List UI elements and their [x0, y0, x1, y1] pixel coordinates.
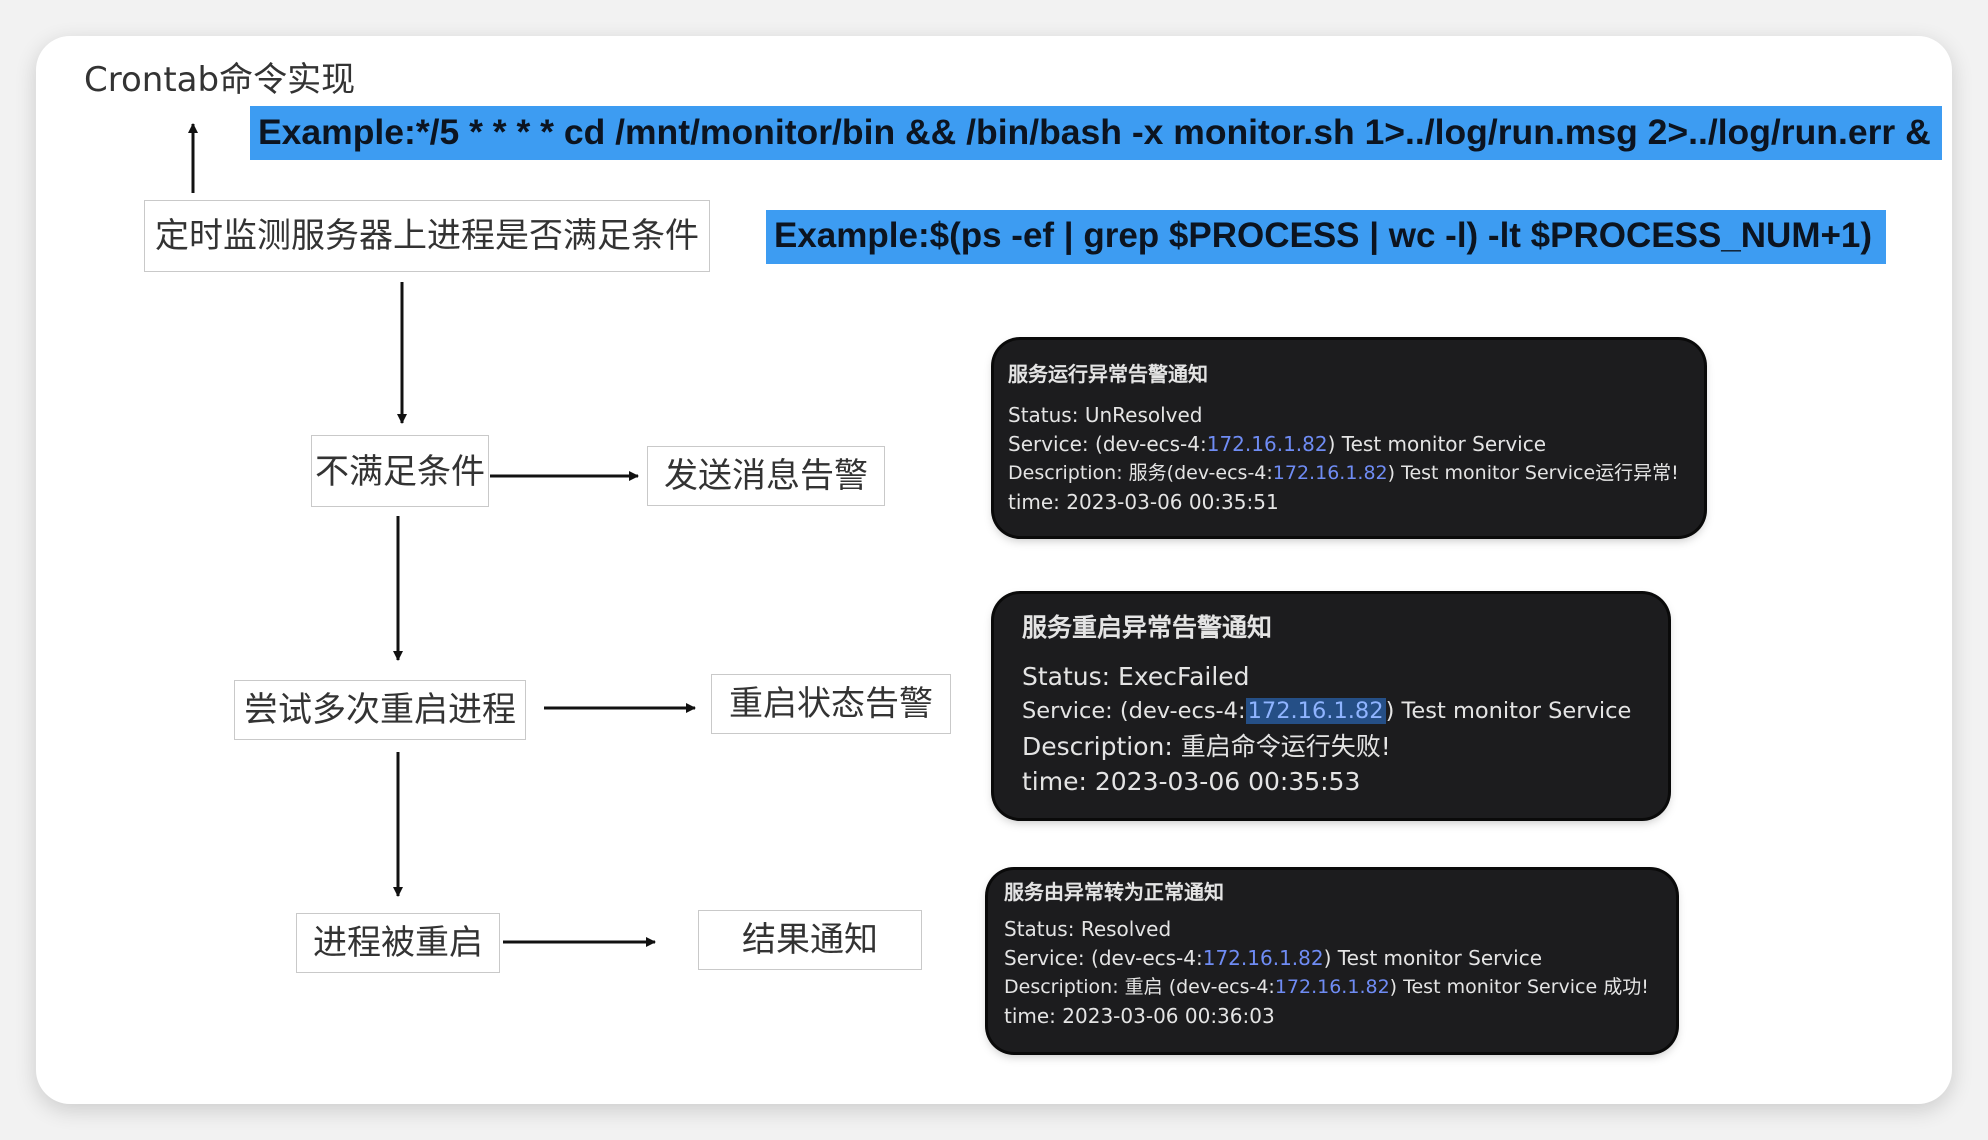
node-result-notification: 结果通知 — [698, 910, 922, 970]
service-prefix: Service: (dev-ecs-4: — [1008, 432, 1207, 456]
notification-status: Status: ExecFailed — [1022, 662, 1250, 691]
notification-resolved: 服务由异常转为正常通知 Status: Resolved Service: (d… — [988, 870, 1676, 1052]
ip-link[interactable]: 172.16.1.82 — [1274, 976, 1390, 998]
description-prefix: Description: 服务(dev-ecs-4: — [1008, 462, 1273, 484]
notification-runtime-alert: 服务运行异常告警通知 Status: UnResolved Service: (… — [994, 340, 1704, 536]
service-suffix: ) Test monitor Service — [1385, 698, 1632, 724]
ip-link[interactable]: 172.16.1.82 — [1202, 946, 1324, 970]
cron-command-example: Example:*/5 * * * * cd /mnt/monitor/bin … — [250, 106, 1942, 160]
notification-status: Status: Resolved — [1004, 917, 1172, 941]
node-condition-not-met: 不满足条件 — [311, 435, 489, 507]
node-send-alert: 发送消息告警 — [647, 446, 885, 506]
process-check-example: Example:$(ps -ef | grep $PROCESS | wc -l… — [766, 210, 1886, 264]
diagram-title: Crontab命令实现 — [84, 60, 356, 100]
notification-description: Description: 重启命令运行失败! — [1022, 732, 1391, 761]
service-suffix: ) Test monitor Service — [1327, 432, 1547, 456]
notification-title: 服务由异常转为正常通知 — [1004, 880, 1224, 904]
notification-title: 服务重启异常告警通知 — [1022, 613, 1273, 642]
ip-link[interactable]: 172.16.1.82 — [1272, 462, 1388, 484]
notification-service: Service: (dev-ecs-4:172.16.1.82) Test mo… — [1008, 430, 1690, 459]
node-retry-restart: 尝试多次重启进程 — [234, 680, 526, 740]
service-suffix: ) Test monitor Service — [1323, 946, 1543, 970]
notification-restart-alert: 服务重启异常告警通知 Status: ExecFailed Service: (… — [994, 594, 1668, 818]
ip-link[interactable]: 172.16.1.82 — [1206, 432, 1328, 456]
notification-service: Service: (dev-ecs-4:172.16.1.82) Test mo… — [1022, 694, 1640, 729]
description-suffix: ) Test monitor Service运行异常! — [1387, 462, 1679, 484]
notification-time: time: 2023-03-06 00:36:03 — [1004, 1004, 1275, 1028]
notification-description: Description: 重启 (dev-ecs-4:172.16.1.82) … — [1004, 973, 1660, 1002]
notification-description: Description: 服务(dev-ecs-4:172.16.1.82) T… — [1008, 459, 1690, 488]
node-restart-status-alert: 重启状态告警 — [711, 674, 951, 734]
notification-service: Service: (dev-ecs-4:172.16.1.82) Test mo… — [1004, 944, 1660, 973]
notification-time: time: 2023-03-06 00:35:53 — [1022, 767, 1361, 796]
notification-status: Status: UnResolved — [1008, 403, 1203, 427]
description-prefix: Description: 重启 (dev-ecs-4: — [1004, 976, 1275, 998]
node-periodic-monitor: 定时监测服务器上进程是否满足条件 — [144, 200, 710, 272]
description-suffix: ) Test monitor Service 成功! — [1389, 976, 1649, 998]
node-process-restarted: 进程被重启 — [296, 913, 500, 973]
service-prefix: Service: (dev-ecs-4: — [1022, 698, 1246, 724]
ip-link[interactable]: 172.16.1.82 — [1245, 698, 1386, 724]
service-prefix: Service: (dev-ecs-4: — [1004, 946, 1203, 970]
notification-time: time: 2023-03-06 00:35:51 — [1008, 490, 1279, 514]
notification-title: 服务运行异常告警通知 — [1008, 362, 1208, 386]
